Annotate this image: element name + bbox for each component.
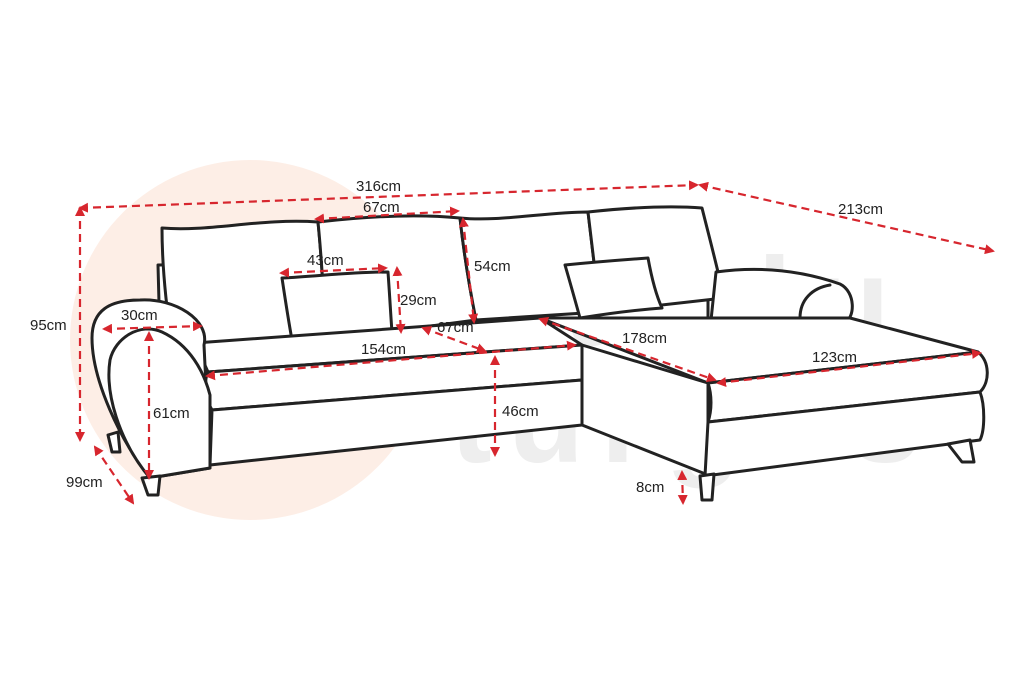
label-cushion-width: 67cm (363, 199, 400, 216)
dim-line-seat-width (205, 340, 577, 381)
dim-line-armrest-width (102, 321, 203, 334)
dim-line-depth (93, 445, 135, 505)
dimension-lines (75, 180, 995, 505)
label-pillow-width: 43cm (307, 252, 344, 269)
label-pillow-height: 29cm (400, 292, 437, 309)
label-chaise-length: 178cm (622, 330, 667, 347)
leg-left-back (106, 430, 122, 454)
leg-left-front (140, 474, 162, 497)
dim-line-leg-height (677, 470, 688, 505)
dimension-labels: 316cm 213cm 95cm 99cm 30cm 61cm 67cm 54c… (30, 178, 883, 496)
label-armrest-height: 61cm (153, 405, 190, 422)
label-armrest-width: 30cm (121, 307, 158, 324)
leg-chaise-front (698, 472, 716, 502)
label-total-length: 316cm (356, 178, 401, 195)
leg-chaise-right (946, 438, 976, 464)
dim-line-pillow-height (392, 266, 406, 334)
label-chaise-width: 123cm (812, 349, 857, 366)
chaise-base (703, 390, 986, 478)
dim-line-chaise-length (538, 316, 717, 383)
dim-line-cushion-width (314, 206, 460, 224)
armrest-front-roll (107, 327, 212, 480)
label-seat-depth: 67cm (437, 319, 474, 336)
label-depth: 99cm (66, 474, 103, 491)
small-pillow-right (563, 256, 664, 320)
label-seat-height: 46cm (502, 403, 539, 420)
dim-line-total-depth (698, 181, 995, 255)
dim-line-chaise-width (716, 348, 982, 388)
label-height: 95cm (30, 317, 67, 334)
label-total-depth: 213cm (838, 201, 883, 218)
label-cushion-height: 54cm (474, 258, 511, 275)
dim-line-total-length (78, 180, 699, 213)
label-seat-width: 154cm (361, 341, 406, 358)
chaise-arm-seam (798, 283, 832, 320)
dim-line-pillow-width (279, 263, 388, 278)
dim-line-cushion-height (458, 217, 479, 324)
label-leg-height: 8cm (636, 479, 664, 496)
